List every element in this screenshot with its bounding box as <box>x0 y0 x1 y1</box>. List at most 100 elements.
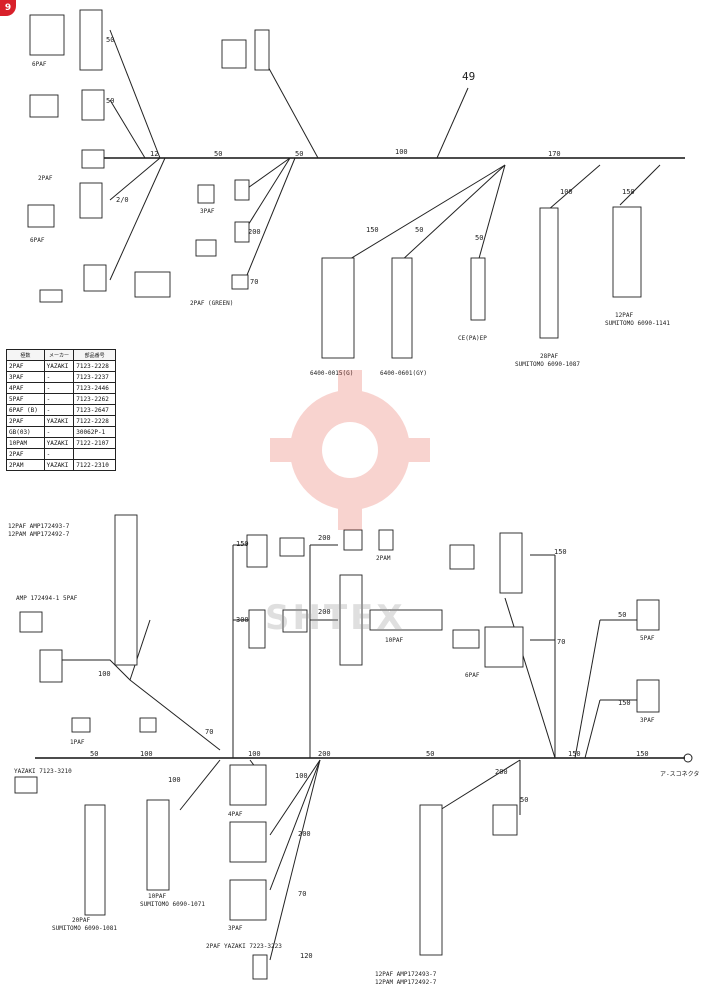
connector-block <box>229 879 267 921</box>
diagram-label: 12PAF AMP172493-7 <box>375 971 437 978</box>
connector-block <box>484 626 524 668</box>
table-row: 4PAF-7123-2446 <box>6 382 116 394</box>
table-row: 3PAF-7123-2237 <box>6 371 116 383</box>
diagram-label: 200 <box>298 830 311 838</box>
connector-block <box>71 717 91 733</box>
connector-block <box>27 204 55 228</box>
wire <box>269 759 321 961</box>
table-row: 6PAF (B)-7123-2647 <box>6 404 116 416</box>
wire <box>244 157 291 191</box>
table-cell: - <box>43 382 75 394</box>
table-cell: YAZAKI <box>43 360 75 372</box>
diagram-label: 6PAF <box>32 61 47 68</box>
connector-block <box>81 149 105 169</box>
table-cell: 7123-2647 <box>73 404 116 416</box>
top-right-branches <box>344 164 661 263</box>
diagram-label: 5PAF <box>640 635 655 642</box>
wire <box>574 619 601 759</box>
wire <box>584 699 601 759</box>
connector-block <box>248 609 266 649</box>
connector-block <box>79 182 103 219</box>
connector-block <box>29 94 59 118</box>
diagram-label: 150 <box>366 226 379 234</box>
table-cell: 2PAM <box>6 459 45 471</box>
connector-block <box>197 184 215 204</box>
diagram-label: SUMITOMO 6090-1141 <box>605 320 670 327</box>
diagram-label: 50 <box>106 36 114 44</box>
diagram-label: 300 <box>236 616 249 624</box>
connector-block <box>254 29 270 71</box>
connector-block <box>114 514 138 666</box>
table-cell: 7123-2237 <box>73 371 116 383</box>
diagram-label: 50 <box>415 226 423 234</box>
connector-block <box>452 629 480 649</box>
table-cell: 6PAF (B) <box>6 404 45 416</box>
diagram-label: 70 <box>205 728 213 736</box>
table-cell: 7122-2107 <box>73 437 116 449</box>
diagram-label: 150 <box>622 188 635 196</box>
wire <box>399 164 506 263</box>
wire <box>269 759 321 836</box>
table-cell: 2PAF <box>6 448 45 460</box>
connector-block <box>234 221 250 243</box>
table-cell: YAZAKI <box>43 459 75 471</box>
diagram-label: 200 <box>318 750 331 758</box>
diagram-label: 100 <box>168 776 181 784</box>
connector-block <box>321 257 355 359</box>
diagram-label: AMP 172494-1 5PAF <box>16 595 78 602</box>
diagram-label: 150 <box>636 750 649 758</box>
connector-block <box>84 804 106 916</box>
diagram-label: 70 <box>250 278 258 286</box>
diagram-label: 100 <box>140 750 153 758</box>
diagram-label: 50 <box>90 750 98 758</box>
diagram-label: 3PAF <box>228 925 243 932</box>
connector-block <box>14 776 38 794</box>
connector-blocks <box>14 9 660 980</box>
wire <box>344 164 506 263</box>
diagram-label: 10PAF <box>148 893 166 900</box>
diagram-label: 50 <box>426 750 434 758</box>
diagram-label: SUMITOMO 6090-1081 <box>52 925 117 932</box>
connector-block <box>636 679 660 713</box>
connector-block <box>81 89 105 121</box>
table-cell: GB(03) <box>6 426 45 438</box>
connector-block <box>29 14 65 56</box>
diagram-label: 2/0 <box>116 196 129 204</box>
wire <box>109 99 146 159</box>
table-cell: - <box>43 404 75 416</box>
diagram-label: 2PAF (GREEN) <box>190 300 233 307</box>
wire <box>259 51 319 159</box>
diagram-label: 100 <box>248 750 261 758</box>
table-cell: 30062P-1 <box>73 426 116 438</box>
badge-number: 9 <box>4 3 12 13</box>
diagram-label: 6400-0015(G) <box>310 370 353 377</box>
wire <box>109 157 166 281</box>
connector-captions: 6PAF 6PAF 2PAF 3PAF 2PAF (GREEN) 6400-00… <box>8 61 699 986</box>
diagram-label: 100 <box>98 670 111 678</box>
diagram-label: 12PAF AMP172493-7 <box>8 523 70 530</box>
connector-block <box>339 574 363 666</box>
diagram-label: 50 <box>214 150 222 158</box>
distance-labels: 50 50 12 50 50 200 70 100 170 2/0 100 15… <box>90 36 649 960</box>
end-terminal <box>683 753 693 763</box>
table-cell: 7122-2310 <box>73 459 116 471</box>
diagram-label: 50 <box>295 150 303 158</box>
connector-block <box>279 537 305 557</box>
connector-block <box>499 532 523 594</box>
table-cell: 7123-2446 <box>73 382 116 394</box>
diagram-label: 150 <box>568 750 581 758</box>
diagram-label: 100 <box>295 772 308 780</box>
diagram-label: 50 <box>106 97 114 105</box>
diagram-label: 200 <box>248 228 261 236</box>
diagram-label: 120 <box>300 952 313 960</box>
diagram-label: 100 <box>560 188 573 196</box>
wire <box>477 164 506 263</box>
diagram-label: YAZAKI 7123-3210 <box>14 768 72 775</box>
page-badge: 9 <box>0 0 16 16</box>
leader-line-49 <box>436 87 469 159</box>
table-cell: 2PAF <box>6 360 45 372</box>
diagram-label: 2PAF <box>38 175 53 182</box>
table-header-poles: 極数 <box>6 349 45 361</box>
table-cell: 7123-2228 <box>73 360 116 372</box>
